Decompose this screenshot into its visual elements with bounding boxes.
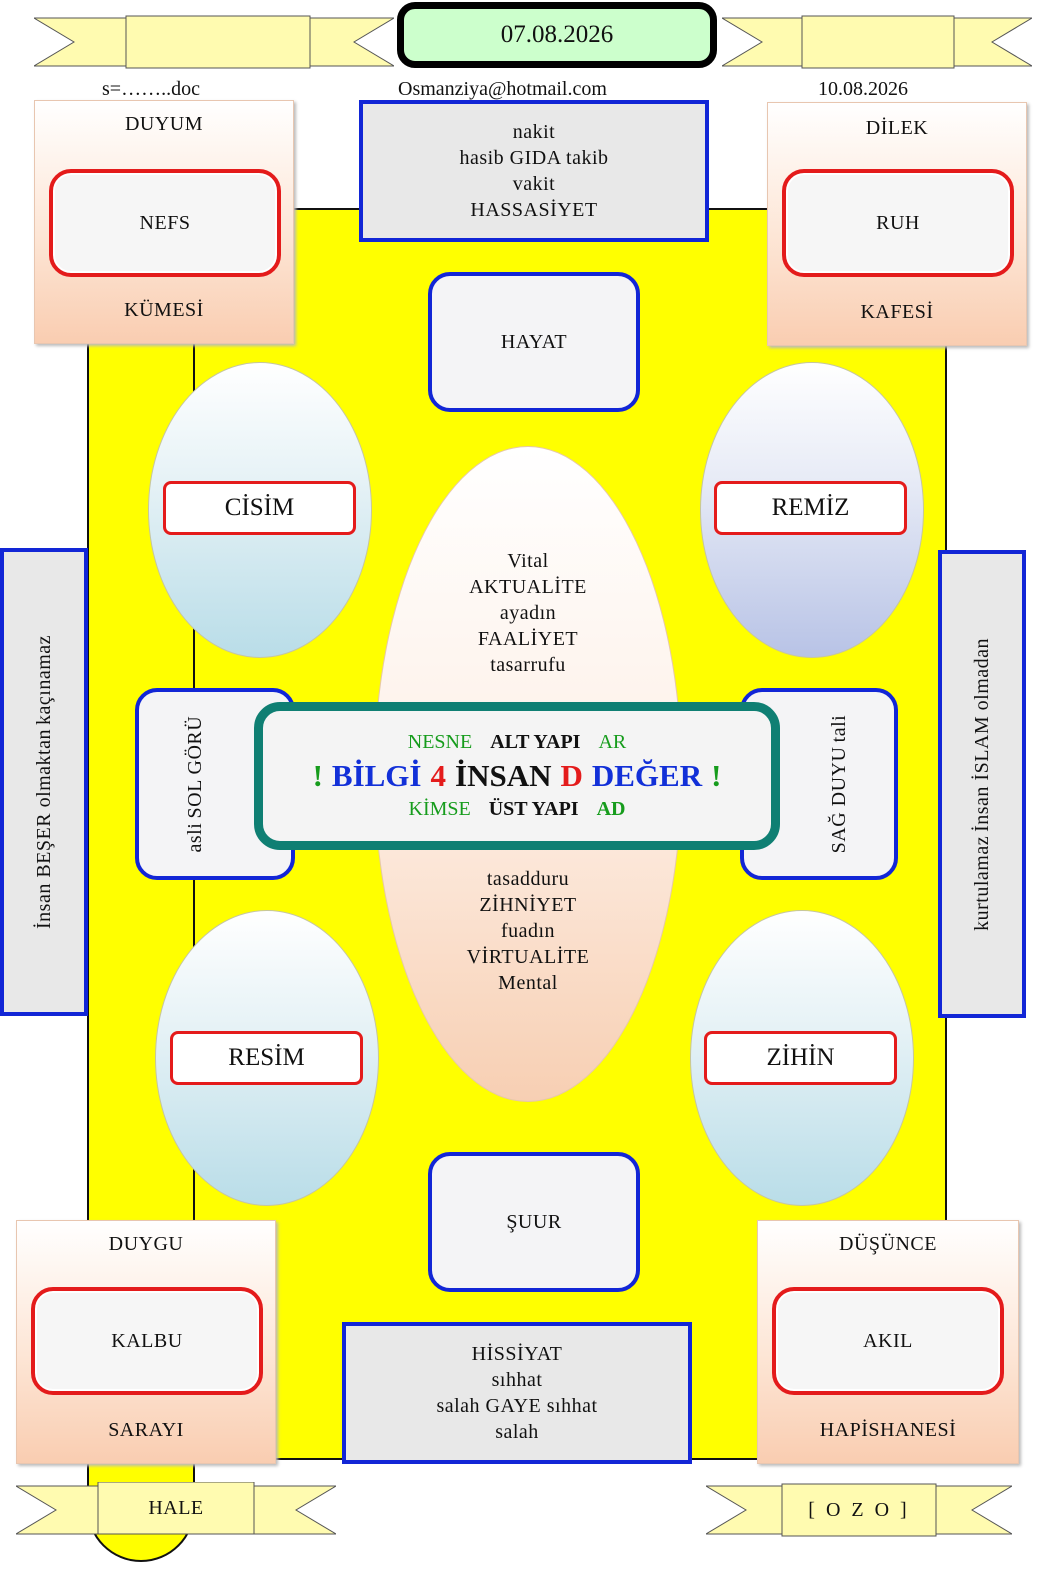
- bottom-box-line-1: HİSSİYAT: [471, 1343, 563, 1365]
- corner-top-left-bottom: KÜMESİ: [124, 299, 204, 321]
- corner-top-left-top: DUYUM: [124, 113, 204, 135]
- top-box-line-2: hasib GIDA takib: [459, 147, 609, 169]
- top-box-line-4: HASSASİYET: [470, 199, 598, 221]
- outer-left-line-1: İnsan BEŞER olmaktan: [33, 729, 55, 929]
- outer-left-panel: İnsan BEŞER olmaktan kaçınamaz: [0, 548, 88, 1016]
- label-remiz: REMİZ: [714, 481, 907, 535]
- file-label: s=……..doc: [102, 78, 200, 100]
- top-box-line-1: nakit: [512, 121, 556, 143]
- ellipse-top-line-2: AKTUALİTE: [469, 576, 587, 598]
- outer-right-panel: kurtulamaz İnsan İSLAM olmadan: [938, 550, 1026, 1018]
- ellipse-top-line-1: Vital: [507, 550, 549, 572]
- outer-right-line-2: İnsan İSLAM olmadan: [971, 637, 993, 832]
- four-text: 4: [430, 758, 447, 793]
- insan-text: İNSAN: [455, 758, 552, 793]
- corner-top-left-inner: NEFS: [49, 169, 281, 277]
- ozo-text: [ O Z O ]: [808, 1499, 910, 1521]
- right-side-line-1: SAĞ DUYU: [828, 746, 850, 854]
- corner-top-right: DİLEK RUH KAFESİ: [767, 102, 1027, 346]
- hayat-box: HAYAT: [428, 272, 640, 412]
- ellipse-top-line-4: FAALİYET: [477, 628, 579, 650]
- bottom-box-line-2: sıhhat: [491, 1369, 543, 1391]
- ad-text: AD: [596, 798, 626, 820]
- remiz-text: REMİZ: [771, 494, 850, 521]
- corner-bottom-right-bottom: HAPİSHANESİ: [819, 1419, 957, 1441]
- ellipse-bottom-line-3: fuadın: [500, 920, 556, 942]
- exclaim-right: !: [711, 758, 722, 793]
- label-resim: RESİM: [170, 1031, 363, 1085]
- suur-box: ŞUUR: [428, 1152, 640, 1292]
- date-center-text: 07.08.2026: [500, 21, 614, 48]
- ellipse-bottom-line-5: Mental: [498, 972, 558, 994]
- ar-text: AR: [598, 731, 627, 753]
- ruh-text: RUH: [876, 212, 920, 234]
- nefs-text: NEFS: [139, 212, 191, 234]
- outer-left-line-2: kaçınamaz: [33, 635, 55, 725]
- corner-bottom-left-top: DUYGU: [108, 1233, 184, 1255]
- corner-top-right-top: DİLEK: [865, 117, 929, 139]
- corner-top-right-bottom: KAFESİ: [860, 301, 934, 323]
- bottom-right-ribbon-shape: [706, 1483, 1012, 1537]
- zihin-text: ZİHİN: [766, 1044, 835, 1071]
- bottom-box-line-4: salah: [495, 1421, 539, 1443]
- ribbon-hale: HALE: [98, 1482, 254, 1534]
- outer-left-text: İnsan BEŞER olmaktan kaçınamaz: [31, 635, 57, 929]
- ellipse-bottom-line-4: VİRTUALİTE: [466, 946, 590, 968]
- corner-bottom-left: DUYGU KALBU SARAYI: [16, 1220, 276, 1464]
- outer-right-text: kurtulamaz İnsan İSLAM olmadan: [969, 638, 995, 931]
- center-ellipse-top-text: Vital AKTUALİTE ayadın FAALİYET tasarruf…: [400, 548, 656, 678]
- date-box: 07.08.2026: [397, 2, 717, 68]
- label-zihin: ZİHİN: [704, 1031, 897, 1085]
- suur-text: ŞUUR: [506, 1211, 562, 1233]
- ust-yapi-text: ÜST YAPI: [488, 798, 579, 820]
- top-right-ribbon: [722, 15, 1032, 69]
- outer-right-line-1: kurtulamaz: [971, 835, 993, 931]
- email-text: Osmanziya@hotmail.com: [398, 78, 607, 100]
- top-left-ribbon: [34, 15, 394, 69]
- nesne-text: NESNE: [407, 731, 473, 753]
- center-ellipse-bottom-text: tasadduru ZİHNİYET fuadın VİRTUALİTE Men…: [400, 866, 656, 996]
- bottom-box-line-3: salah GAYE sıhhat: [436, 1395, 598, 1417]
- bilgi-text: BİLGİ: [331, 758, 422, 793]
- cisim-text: CİSİM: [224, 494, 295, 521]
- corner-bottom-left-inner: KALBU: [31, 1287, 263, 1395]
- akil-text: AKIL: [863, 1330, 913, 1352]
- deger-text: DEĞER: [591, 758, 703, 793]
- bottom-left-ribbon-shape: [16, 1482, 336, 1535]
- corner-bottom-right-top: DÜŞÜNCE: [839, 1233, 937, 1255]
- top-box-line-3: vakit: [512, 173, 556, 195]
- kalbu-text: KALBU: [111, 1330, 183, 1352]
- label-cisim: CİSİM: [163, 481, 356, 535]
- ellipse-top-line-3: ayadın: [499, 602, 557, 624]
- corner-top-right-inner: RUH: [782, 169, 1014, 277]
- corner-bottom-left-bottom: SARAYI: [108, 1419, 184, 1441]
- bottom-info-box: HİSSİYAT sıhhat salah GAYE sıhhat salah: [342, 1322, 692, 1464]
- alt-yapi-text: ALT YAPI: [490, 731, 581, 753]
- right-side-text: SAĞ DUYU tali: [826, 715, 852, 853]
- left-side-text: asli SOL GÖRÜ: [182, 716, 208, 853]
- left-side-line-1: asli: [184, 822, 206, 853]
- exclaim-left: !: [312, 758, 323, 793]
- top-info-box: nakit hasib GIDA takib vakit HASSASİYET: [359, 100, 709, 242]
- center-main-title: ! BİLGİ 4 İNSAN D DEĞER !: [313, 758, 722, 794]
- corner-bottom-right: DÜŞÜNCE AKIL HAPİSHANESİ: [757, 1220, 1019, 1464]
- center-row-bottom: KİMSE ÜST YAPI AD: [409, 798, 626, 821]
- center-row-top: NESNE ALT YAPI AR: [408, 731, 626, 754]
- ribbon-ozo: [ O Z O ]: [782, 1484, 936, 1536]
- right-side-line-2: tali: [828, 714, 850, 743]
- left-side-line-2: SOL GÖRÜ: [184, 715, 206, 819]
- ellipse-bottom-line-1: tasadduru: [486, 868, 570, 890]
- kimse-text: KİMSE: [408, 798, 471, 820]
- center-main-box: NESNE ALT YAPI AR ! BİLGİ 4 İNSAN D DEĞE…: [254, 702, 780, 850]
- ellipse-top-line-5: tasarrufu: [490, 654, 566, 676]
- hale-text: HALE: [148, 1497, 204, 1519]
- d-text: D: [560, 758, 583, 793]
- ellipse-bottom-line-2: ZİHNİYET: [479, 894, 577, 916]
- corner-top-left: DUYUM NEFS KÜMESİ: [34, 100, 294, 344]
- resim-text: RESİM: [228, 1044, 305, 1071]
- date-right-text: 10.08.2026: [818, 78, 908, 100]
- corner-bottom-right-inner: AKIL: [772, 1287, 1004, 1395]
- hayat-text: HAYAT: [500, 331, 568, 353]
